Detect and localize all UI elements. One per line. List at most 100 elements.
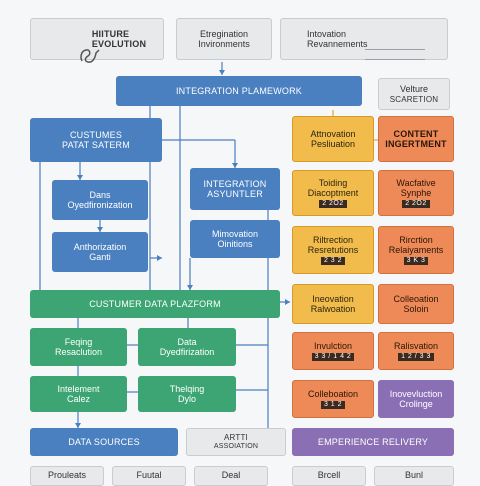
velture-line2: SCARETION bbox=[389, 94, 439, 104]
feqing-line1: Feqing bbox=[64, 336, 93, 347]
rircrtion-tag: 3 K 3 bbox=[403, 257, 429, 266]
bottom-box-3[interactable]: Deal bbox=[194, 466, 268, 486]
artti-line1: ARTTI bbox=[224, 433, 248, 443]
attnovation-line2: Pesliuation bbox=[310, 139, 356, 149]
experience-delivery-label: EMPERIENCE RELIVERY bbox=[317, 436, 429, 447]
script-logo-icon bbox=[80, 49, 100, 63]
inovation-box[interactable]: Inovevluction Crolinge bbox=[378, 380, 454, 418]
brand-line1: HIITURE bbox=[91, 28, 130, 39]
invulction-tag: 3 3 / 1 4 2 bbox=[311, 353, 355, 362]
data-sync-box[interactable]: Dans Oyedfironization bbox=[52, 180, 148, 220]
colleocation-line1: Colleoation bbox=[393, 293, 439, 304]
toiding-box[interactable]: Toiding Diacoptment 2 2Ö2 bbox=[292, 170, 374, 216]
toiding-line2: Diacoptment bbox=[307, 187, 359, 198]
data-sync-line1: Dans bbox=[89, 189, 111, 200]
customer-data-platform-box[interactable]: CUSTUMER DATA PLAZFORM bbox=[30, 290, 280, 318]
innovation-req-line1: Intovation bbox=[307, 28, 347, 39]
invulction-line1: Invulction bbox=[313, 340, 353, 351]
integration-env-box: Etregination Invironments bbox=[176, 18, 272, 60]
wacfative-tag: 2 2Ö2 bbox=[402, 200, 430, 209]
riltrection-line2: Resretutions bbox=[307, 244, 359, 255]
mimovation-box[interactable]: Mimovation Oinitions bbox=[190, 220, 280, 258]
colleboation-box[interactable]: Colleboation 3 1 2 bbox=[292, 380, 374, 418]
data-sync-line2: Oyedfironization bbox=[67, 200, 133, 210]
colleocation-line2: Soloin bbox=[403, 304, 429, 314]
artti-line2: ASSOIATION bbox=[213, 442, 259, 450]
integration-env-line1: Etregination bbox=[199, 28, 249, 39]
integration-framework-label: INTEGRATION PLAMEWORK bbox=[175, 85, 303, 96]
authorization-line2: Ganti bbox=[89, 252, 111, 262]
riltrection-line1: Riltrection bbox=[312, 234, 353, 245]
bottom-box-1-label: Prouleats bbox=[47, 470, 87, 480]
inovation-line2: Crolinge bbox=[399, 399, 433, 409]
data-sources-label: DATA SOURCES bbox=[68, 436, 140, 447]
ralisvation-line1: Ralisvation bbox=[393, 340, 439, 351]
invulction-box[interactable]: Invulction 3 3 / 1 4 2 bbox=[292, 332, 374, 370]
bottom-box-5[interactable]: Bunl bbox=[374, 466, 454, 486]
customer-data-platform-label: CUSTUMER DATA PLAZFORM bbox=[89, 298, 221, 309]
ralisvation-box[interactable]: Ralisvation 1 2 / 3 3 bbox=[378, 332, 454, 370]
content-line1: CONTENT bbox=[393, 128, 439, 139]
velture-line1: Velture bbox=[399, 84, 429, 95]
riltrection-box[interactable]: Riltrection Resretutions 2 3 2 bbox=[292, 226, 374, 274]
inovation-line1: Inovevluction bbox=[389, 388, 443, 399]
feqing-box[interactable]: Feqing Resaclution bbox=[30, 328, 127, 366]
colleboation-tag: 3 1 2 bbox=[320, 401, 346, 410]
innovation-req-line2: Revannements bbox=[307, 39, 368, 49]
rircrtion-line2: Relaiyaments bbox=[388, 244, 444, 255]
intelement-box[interactable]: Intelement Calez bbox=[30, 376, 127, 412]
rircrtion-line1: Rircrtion bbox=[399, 234, 433, 245]
integration-env-line2: Invironments bbox=[198, 39, 250, 49]
integration-assembler-line2: ASYUNTLER bbox=[207, 189, 263, 199]
data-dyed-box[interactable]: Data Dyedfirization bbox=[138, 328, 236, 366]
content-box[interactable]: CONTENT INGERTMENT bbox=[378, 116, 454, 162]
bottom-box-4[interactable]: Brcell bbox=[292, 466, 366, 486]
colleboation-line1: Colleboation bbox=[307, 388, 359, 399]
bottom-box-5-label: Bunl bbox=[404, 470, 423, 480]
wacfative-line2: Synphe bbox=[400, 187, 432, 198]
innovation-req-box: Intovation Revannements bbox=[280, 18, 448, 60]
bottom-box-3-label: Deal bbox=[221, 470, 241, 480]
custumes-box[interactable]: CUSTUMES PATAT SATERM bbox=[30, 118, 162, 162]
artti-box[interactable]: ARTTI ASSOIATION bbox=[186, 428, 286, 456]
integration-framework-box[interactable]: INTEGRATION PLAMEWORK bbox=[116, 76, 362, 106]
data-sources-box[interactable]: DATA SOURCES bbox=[30, 428, 178, 456]
wacfative-line1: Wacfative bbox=[396, 177, 436, 188]
data-dyed-line2: Dyedfirization bbox=[159, 347, 215, 357]
attnovation-line1: Attnovation bbox=[310, 128, 356, 139]
experience-delivery-box[interactable]: EMPERIENCE RELIVERY bbox=[292, 428, 454, 456]
colleocation-box[interactable]: Colleoation Soloin bbox=[378, 284, 454, 324]
rircrtion-box[interactable]: Rircrtion Relaiyaments 3 K 3 bbox=[378, 226, 454, 274]
authorization-box[interactable]: Anthorization Ganti bbox=[52, 232, 148, 272]
bottom-box-4-label: Brcell bbox=[317, 470, 341, 480]
bottom-box-2-label: Fuutal bbox=[136, 470, 162, 480]
decorative-lines bbox=[365, 49, 425, 69]
authorization-line1: Anthorization bbox=[73, 241, 127, 252]
ineovation-line1: Ineovation bbox=[312, 293, 354, 304]
attnovation-box[interactable]: Attnovation Pesliuation bbox=[292, 116, 374, 162]
content-line2: INGERTMENT bbox=[385, 139, 447, 149]
brand-box: HIITURE EVOLUTION bbox=[30, 18, 164, 63]
brand-line2: EVOLUTION bbox=[91, 39, 147, 49]
ineovation-line2: Ralwoation bbox=[310, 304, 356, 314]
riltrection-tag: 2 3 2 bbox=[320, 257, 346, 266]
thelqing-box[interactable]: Thelqing Dylo bbox=[138, 376, 236, 412]
bottom-box-2[interactable]: Fuutal bbox=[112, 466, 186, 486]
ineovation-box[interactable]: Ineovation Ralwoation bbox=[292, 284, 374, 324]
custumes-line1: CUSTUMES bbox=[69, 129, 123, 140]
integration-assembler-line1: INTEGRATION bbox=[203, 178, 267, 189]
thelqing-line2: Dylo bbox=[177, 394, 196, 404]
mimovation-line1: Mimovation bbox=[211, 228, 258, 239]
integration-assembler-box[interactable]: INTEGRATION ASYUNTLER bbox=[190, 168, 280, 210]
data-dyed-line1: Data bbox=[177, 336, 197, 347]
velture-box[interactable]: Velture SCARETION bbox=[378, 78, 450, 110]
bottom-box-1[interactable]: Prouleats bbox=[30, 466, 104, 486]
wacfative-box[interactable]: Wacfative Synphe 2 2Ö2 bbox=[378, 170, 454, 216]
custumes-line2: PATAT SATERM bbox=[62, 140, 130, 150]
mimovation-line2: Oinitions bbox=[217, 239, 253, 249]
intelement-line2: Calez bbox=[66, 394, 90, 404]
intelement-line1: Intelement bbox=[57, 383, 100, 394]
feqing-line2: Resaclution bbox=[54, 347, 103, 357]
toiding-tag: 2 2Ö2 bbox=[319, 200, 347, 209]
ralisvation-tag: 1 2 / 3 3 bbox=[398, 353, 434, 362]
